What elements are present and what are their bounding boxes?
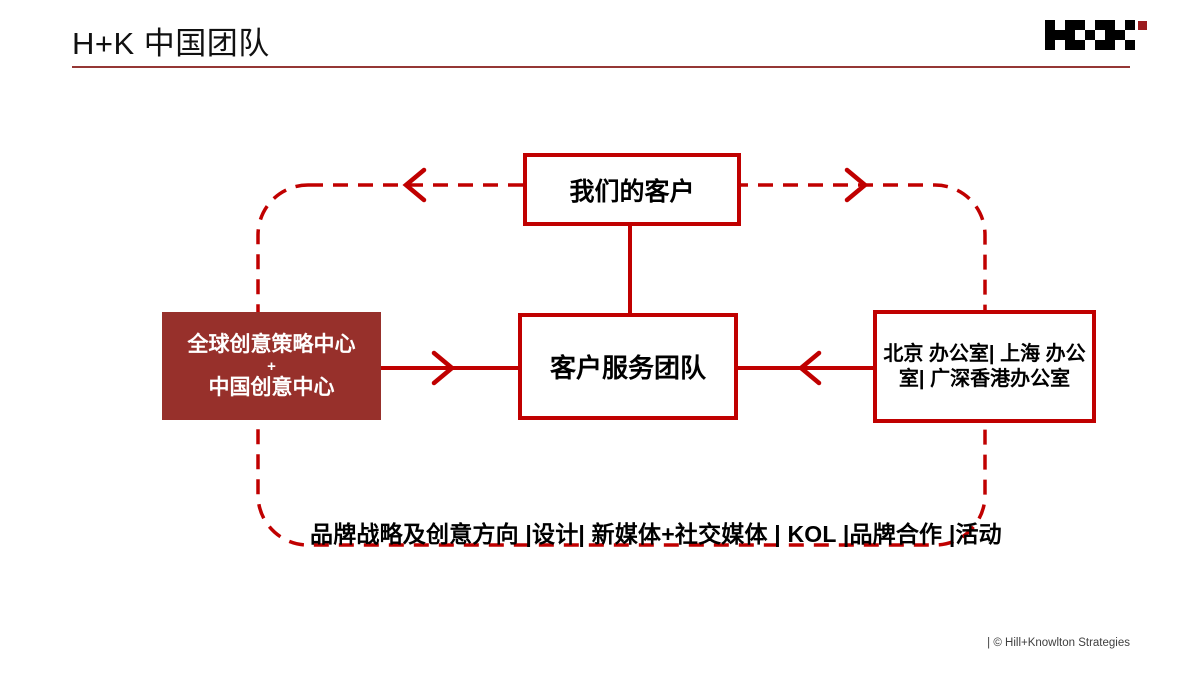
arrow-left-icon	[402, 167, 427, 203]
hk-logo-icon	[1045, 20, 1147, 50]
page-title: H+K 中国团队	[72, 26, 270, 61]
arrow-right-icon	[844, 167, 869, 203]
clients-box-label: 我们的客户	[569, 177, 695, 206]
service-team-box-label: 客户服务团队	[549, 353, 706, 383]
creative-center-plus: +	[267, 357, 276, 375]
arrow-left-icon	[797, 350, 822, 386]
logo-red-pixel	[1138, 21, 1147, 30]
clients-box: 我们的客户	[523, 153, 741, 226]
offices-box: 北京 办公室| 上海 办公室| 广深香港办公室	[873, 310, 1096, 423]
service-team-box: 客户服务团队	[518, 313, 738, 420]
title-underline	[72, 66, 1130, 68]
creative-center-line1: 全球创意策略中心	[187, 332, 356, 356]
creative-center-line3: 中国创意中心	[208, 375, 335, 399]
offices-box-label: 北京 办公室| 上海 办公室| 广深香港办公室	[883, 342, 1086, 390]
creative-center-box: 全球创意策略中心 + 中国创意中心	[162, 312, 381, 420]
arrow-right-icon	[431, 350, 456, 386]
footer-credit: | © Hill+Knowlton Strategies	[987, 637, 1130, 649]
services-caption: 品牌战略及创意方向 |设计| 新媒体+社交媒体 | KOL |品牌合作 |活动	[310, 521, 1002, 547]
